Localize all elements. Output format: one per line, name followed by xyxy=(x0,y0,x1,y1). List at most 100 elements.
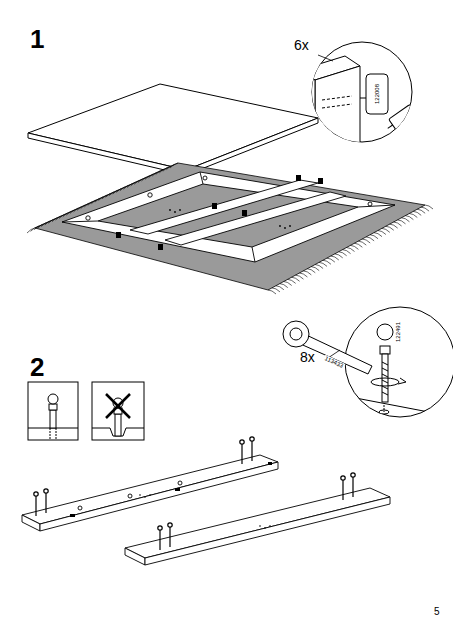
rug-fringe xyxy=(276,286,284,290)
rug-fringe xyxy=(268,290,276,294)
quantity-label: 6x xyxy=(294,38,309,52)
rug-fringe xyxy=(378,231,386,235)
rug-fringe xyxy=(421,207,429,211)
side-rails xyxy=(139,494,141,496)
bolts xyxy=(240,440,244,444)
rug-fringe xyxy=(335,254,343,258)
frame-boards xyxy=(318,178,323,184)
bolts xyxy=(352,477,353,497)
detail-callout xyxy=(389,104,418,130)
frame-boards xyxy=(296,175,301,181)
frame-boards xyxy=(148,193,152,197)
detail-callout xyxy=(366,74,388,114)
part-number: 122008 xyxy=(374,83,380,105)
rug-fringe xyxy=(284,282,292,286)
bolts xyxy=(159,530,160,550)
frame-boards xyxy=(203,176,207,180)
rug-fringe xyxy=(339,252,347,256)
detail-callout xyxy=(388,125,393,128)
rug-fringe xyxy=(299,273,307,277)
rug-fringe xyxy=(280,284,288,288)
table-top-panel xyxy=(186,118,318,175)
detail-callout xyxy=(360,98,366,99)
side-rails xyxy=(144,496,146,498)
detail-callout xyxy=(405,121,434,158)
side-rails xyxy=(22,455,278,524)
side-rails xyxy=(22,455,390,565)
side-rails xyxy=(264,527,266,529)
side-rails xyxy=(125,488,390,558)
detail-callout xyxy=(322,96,352,100)
correct-example xyxy=(28,382,78,440)
step-number: 1 xyxy=(30,26,44,52)
detail-callout xyxy=(290,328,302,340)
side-rails xyxy=(70,462,272,529)
part-number: 113433 xyxy=(323,355,345,370)
rug xyxy=(27,163,433,294)
detail-callout xyxy=(315,66,360,170)
rug-fringe xyxy=(366,237,374,241)
side-rails xyxy=(78,506,82,510)
rug-fringe xyxy=(401,218,409,222)
frame-boards xyxy=(358,205,395,207)
rug-fringe xyxy=(170,163,178,168)
part-number: 122491 xyxy=(395,321,401,343)
rug-fringe xyxy=(319,262,327,266)
frame-boards xyxy=(174,211,176,213)
side-rails xyxy=(178,481,182,485)
bolts xyxy=(251,441,252,461)
rug-fringe xyxy=(311,267,319,271)
side-rails xyxy=(128,494,132,498)
rug-fringe xyxy=(331,256,339,260)
rug-fringe xyxy=(327,258,335,262)
frame-boards xyxy=(279,225,281,227)
frame-boards xyxy=(86,176,372,220)
bolts xyxy=(44,489,48,493)
correct-example xyxy=(49,404,57,410)
frame-boards xyxy=(169,209,291,229)
bolts xyxy=(168,523,172,527)
detail-callout xyxy=(300,56,441,170)
rug-fringe xyxy=(413,211,421,215)
frame-boards xyxy=(62,221,98,222)
detail-callout xyxy=(340,395,453,418)
detail-callout xyxy=(318,55,333,61)
detail-callout xyxy=(283,321,406,402)
side-rails xyxy=(259,525,261,527)
frame-boards xyxy=(62,172,395,262)
side-rails xyxy=(78,481,182,510)
rug-fringe xyxy=(425,205,433,209)
detail-callout xyxy=(384,104,441,167)
rug-fringe xyxy=(405,216,413,220)
rug-fringe xyxy=(350,245,358,249)
rug-fringe xyxy=(358,241,366,245)
side-rails xyxy=(125,548,145,565)
side-rails xyxy=(22,515,40,531)
correct-example xyxy=(56,428,57,440)
rug-fringe xyxy=(347,248,355,252)
side-rails xyxy=(269,525,271,527)
frame-boards xyxy=(165,192,346,245)
rug-fringe xyxy=(398,220,406,224)
frame-boards xyxy=(86,216,90,220)
rug-fringe xyxy=(295,275,303,279)
detail-callout xyxy=(398,378,406,384)
rug-fringe xyxy=(374,233,382,237)
frame-boards xyxy=(62,172,395,262)
rug-fringe xyxy=(288,279,296,283)
bolts xyxy=(169,527,170,547)
detail-callout xyxy=(300,42,441,170)
rug-fringe xyxy=(292,277,300,281)
detail-callout xyxy=(283,307,453,418)
rug-fringe xyxy=(303,271,311,275)
rug-fringe xyxy=(382,228,390,232)
table-top-panel xyxy=(28,84,318,175)
bolts xyxy=(35,496,36,516)
rug-fringe xyxy=(315,265,323,269)
incorrect-example xyxy=(106,394,130,418)
detail-callout xyxy=(380,346,390,354)
rug-fringe xyxy=(417,209,425,213)
frame-boards xyxy=(116,232,121,238)
correct-example xyxy=(28,382,78,440)
